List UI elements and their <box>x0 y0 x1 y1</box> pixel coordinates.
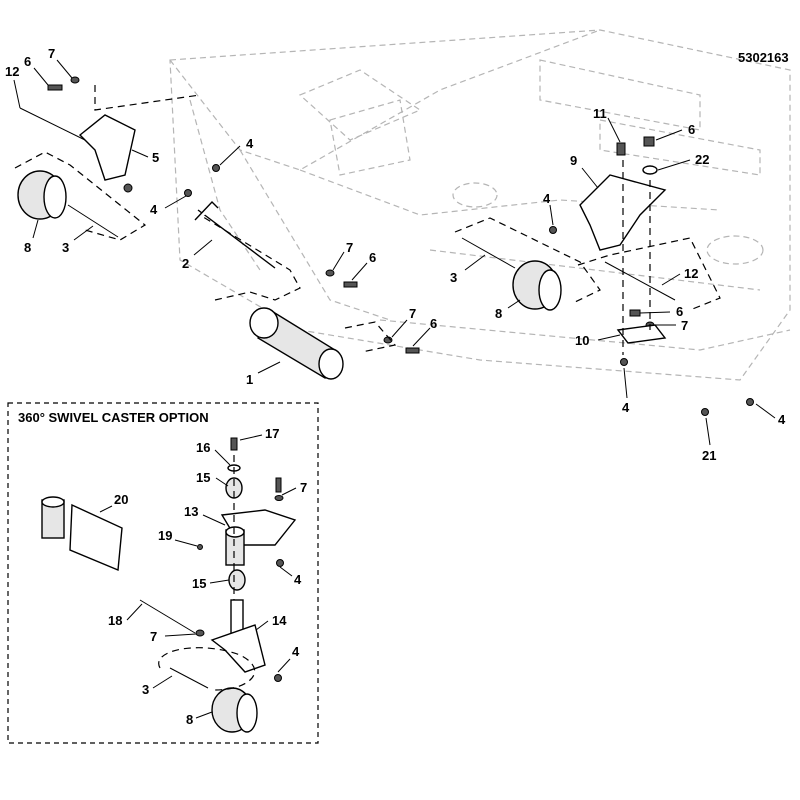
callout-19: 19 <box>158 528 172 543</box>
bolt-6-center <box>343 281 358 288</box>
callout-4-plate: 4 <box>622 400 630 415</box>
inset-leader-lines <box>99 434 297 719</box>
bolt-6-right-top <box>643 136 655 147</box>
leader-lines <box>13 59 776 446</box>
callout-3-left: 3 <box>62 240 69 255</box>
nut-4-plate <box>620 358 628 366</box>
nut-4-left-a <box>123 183 133 193</box>
callout-11: 11 <box>593 106 607 121</box>
nut-4-left-b <box>184 189 192 197</box>
washer-7-inset-a <box>274 495 284 501</box>
callout-4-inset-b: 4 <box>292 644 300 659</box>
inset-title: 360° SWIVEL CASTER OPTION <box>18 410 209 425</box>
callout-6-left: 6 <box>24 54 31 69</box>
plate-10 <box>616 324 667 344</box>
callout-8-left: 8 <box>24 240 31 255</box>
swivel-caster-inset: 360° SWIVEL CASTER OPTION <box>7 402 319 744</box>
callout-6-center: 6 <box>369 250 376 265</box>
shaft-2-hook <box>194 200 219 221</box>
nut-21 <box>701 408 709 416</box>
bolt-6-left <box>47 84 63 91</box>
part-number: 5302163 <box>738 50 789 65</box>
callout-12-right: 12 <box>684 266 698 281</box>
callout-7-inset-b: 7 <box>150 629 157 644</box>
bracket-5 <box>78 114 136 181</box>
callout-9: 9 <box>570 153 577 168</box>
bolt-18 <box>139 599 196 634</box>
nut-4-upper <box>212 164 220 172</box>
callout-7-right: 7 <box>681 318 688 333</box>
callout-2: 2 <box>182 256 189 271</box>
callout-17: 17 <box>265 426 279 441</box>
nut-4-inset-a <box>276 559 284 567</box>
callout-1: 1 <box>246 372 253 387</box>
callout-labels: 12 6 7 5 4 4 8 3 2 7 6 1 7 6 11 6 9 22 4… <box>5 46 786 463</box>
axle-3-right <box>461 237 516 269</box>
callout-20: 20 <box>114 492 128 507</box>
callout-12-left: 12 <box>5 64 19 79</box>
callout-8-right: 8 <box>495 306 502 321</box>
inset-border <box>7 402 319 744</box>
fitting-19 <box>197 544 203 550</box>
center-roller-assembly <box>194 200 420 380</box>
callout-7-lower: 7 <box>409 306 416 321</box>
inset-callout-labels: 17 16 15 7 20 13 19 4 15 18 14 7 4 3 8 <box>108 426 307 727</box>
washer-7-left <box>70 76 80 84</box>
deck-frame-outline <box>169 29 791 381</box>
callout-13: 13 <box>184 504 198 519</box>
callout-16: 16 <box>196 440 210 455</box>
callout-6-right: 6 <box>676 304 683 319</box>
callout-7-left: 7 <box>48 46 55 61</box>
nut-4-far-right <box>746 398 754 406</box>
nut-4-right <box>549 226 557 234</box>
callout-4-upper: 4 <box>246 136 254 151</box>
washer-22 <box>642 165 658 175</box>
callout-6-right-top: 6 <box>688 122 695 137</box>
callout-7-center: 7 <box>346 240 353 255</box>
bushing-15-bottom <box>228 569 246 591</box>
bolt-6-right <box>629 309 641 317</box>
bolt-11 <box>616 142 626 156</box>
callout-4-inset-a: 4 <box>294 572 302 587</box>
left-bracket-assembly <box>14 76 220 241</box>
axle-3-left <box>67 204 119 238</box>
callout-7-inset-a: 7 <box>300 480 307 495</box>
callout-22: 22 <box>695 152 709 167</box>
callout-4-far-right: 4 <box>778 412 786 427</box>
callout-15-top: 15 <box>196 470 210 485</box>
bolt-6-lower <box>405 347 420 354</box>
callout-6-lower: 6 <box>430 316 437 331</box>
right-bracket-assembly <box>454 136 754 416</box>
callout-4-left: 4 <box>150 202 158 217</box>
caster-fork-14 <box>210 624 266 673</box>
callout-15-bottom: 15 <box>192 576 206 591</box>
washer-7-inset-b <box>195 629 205 637</box>
callout-14: 14 <box>272 613 287 628</box>
washer-7-center <box>325 269 335 277</box>
axle-3-inset <box>169 667 209 689</box>
callout-10: 10 <box>575 333 589 348</box>
bolt-12-left <box>19 107 86 141</box>
bolt-12-right <box>604 261 676 301</box>
bolt-17 <box>230 437 238 451</box>
callout-4-right: 4 <box>543 191 551 206</box>
shaft-2 <box>197 209 276 269</box>
bolt-17-b <box>275 477 282 493</box>
nut-4-inset-b <box>274 674 282 682</box>
callout-3-inset: 3 <box>142 682 149 697</box>
callout-21: 21 <box>702 448 716 463</box>
kit-20 <box>69 503 123 572</box>
callout-8-inset: 8 <box>186 712 193 727</box>
callout-5: 5 <box>152 150 159 165</box>
callout-3-right: 3 <box>450 270 457 285</box>
callout-18: 18 <box>108 613 122 628</box>
